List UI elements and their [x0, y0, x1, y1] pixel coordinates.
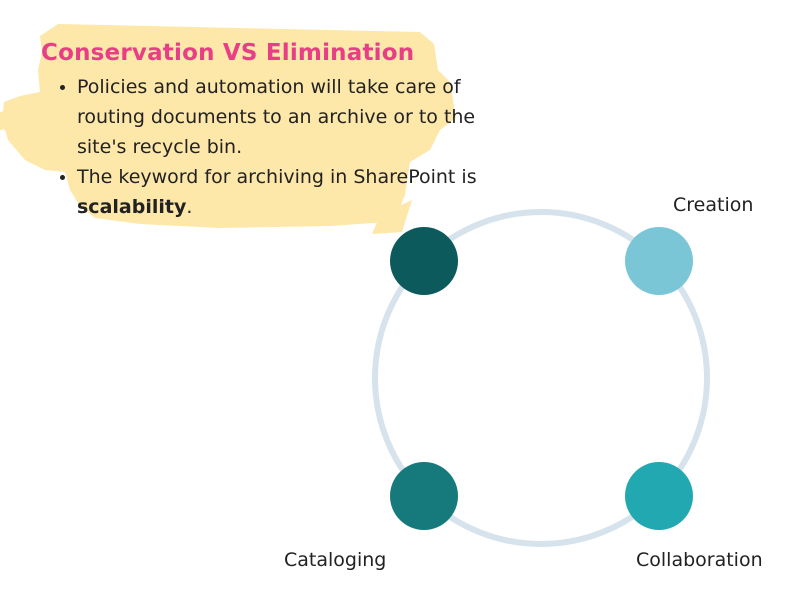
bullet-list: Policies and automation will take care o…	[40, 72, 480, 222]
text-panel: Conservation VS Elimination Policies and…	[40, 38, 480, 222]
label-collaboration: Collaboration	[636, 549, 763, 571]
node-top-left	[390, 227, 458, 295]
bullet-keyword: scalability	[77, 196, 187, 218]
node-collaboration	[625, 462, 693, 530]
node-creation	[625, 227, 693, 295]
bullet-item: Policies and automation will take care o…	[77, 72, 480, 162]
bullet-text-after: .	[186, 196, 193, 218]
label-creation: Creation	[673, 194, 754, 216]
bullet-item: The keyword for archiving in SharePoint …	[77, 162, 480, 222]
slide-title: Conservation VS Elimination	[41, 40, 415, 66]
highlight-shape	[2, 24, 456, 228]
cycle-ring	[372, 209, 710, 547]
node-cataloging	[390, 462, 458, 530]
highlight-brush-stroke	[0, 24, 456, 234]
bullet-text-before: The keyword for archiving in SharePoint …	[77, 166, 477, 188]
label-cataloging: Cataloging	[284, 549, 387, 571]
bullet-text: Policies and automation will take care o…	[77, 76, 476, 158]
